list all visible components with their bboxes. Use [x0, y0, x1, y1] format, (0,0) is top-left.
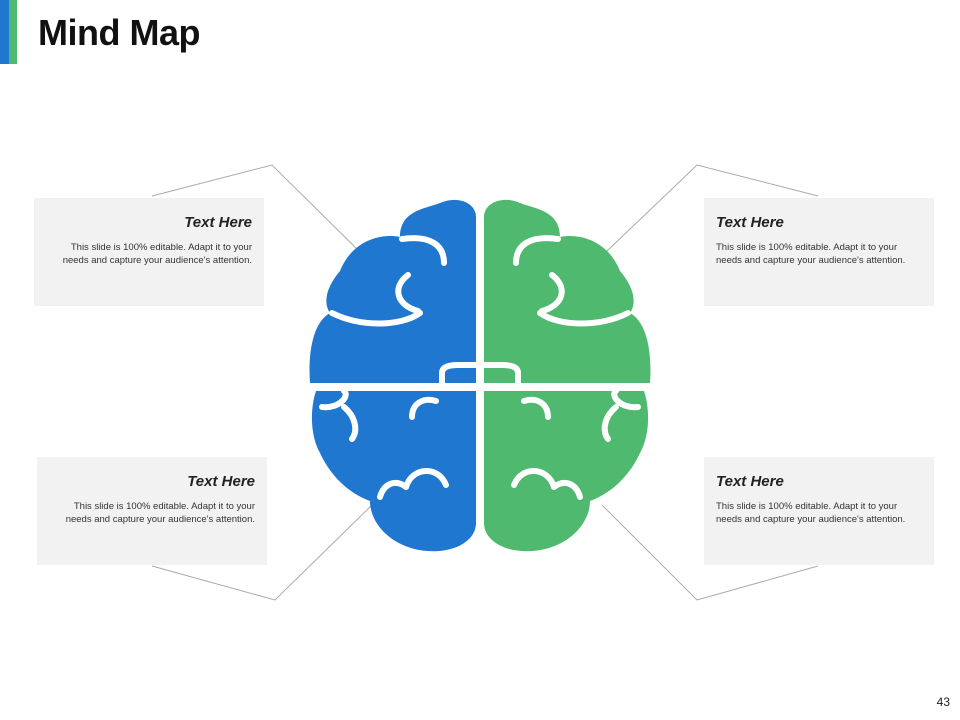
brain-left-hemisphere [309, 199, 476, 552]
brain-upper-right-lobe [484, 199, 651, 383]
brain-lower-left-lobe [311, 391, 476, 552]
text-box-body: This slide is 100% editable. Adapt it to… [716, 242, 906, 266]
connector-top-left [151, 164, 361, 253]
text-box-heading: Text Here [716, 473, 784, 490]
text-box-body: This slide is 100% editable. Adapt it to… [716, 501, 906, 525]
connector-bottom-left [151, 504, 373, 601]
text-box-heading: Text Here [187, 473, 255, 490]
title-accent-bar-green [9, 0, 17, 64]
text-box-bottom-left: Text Here This slide is 100% editable. A… [37, 457, 267, 565]
text-box-top-right: Text Here This slide is 100% editable. A… [704, 198, 934, 306]
text-box-heading: Text Here [184, 214, 252, 231]
text-box-body: This slide is 100% editable. Adapt it to… [65, 501, 255, 525]
connector-bottom-right [601, 504, 819, 601]
page-number: 43 [936, 695, 950, 709]
brain-right-hemisphere [484, 199, 651, 552]
brain-upper-left-lobe [309, 199, 476, 383]
text-box-top-left: Text Here This slide is 100% editable. A… [34, 198, 264, 306]
page-title: Mind Map [38, 12, 200, 53]
text-box-body: This slide is 100% editable. Adapt it to… [62, 242, 252, 266]
text-box-heading: Text Here [716, 214, 784, 231]
title-accent-bar-blue [0, 0, 9, 64]
brain-diagram [309, 199, 651, 552]
text-box-bottom-right: Text Here This slide is 100% editable. A… [704, 457, 934, 565]
brain-lower-right-lobe [484, 391, 649, 552]
connector-top-right [605, 164, 819, 253]
brain-fold-lines [319, 235, 641, 500]
